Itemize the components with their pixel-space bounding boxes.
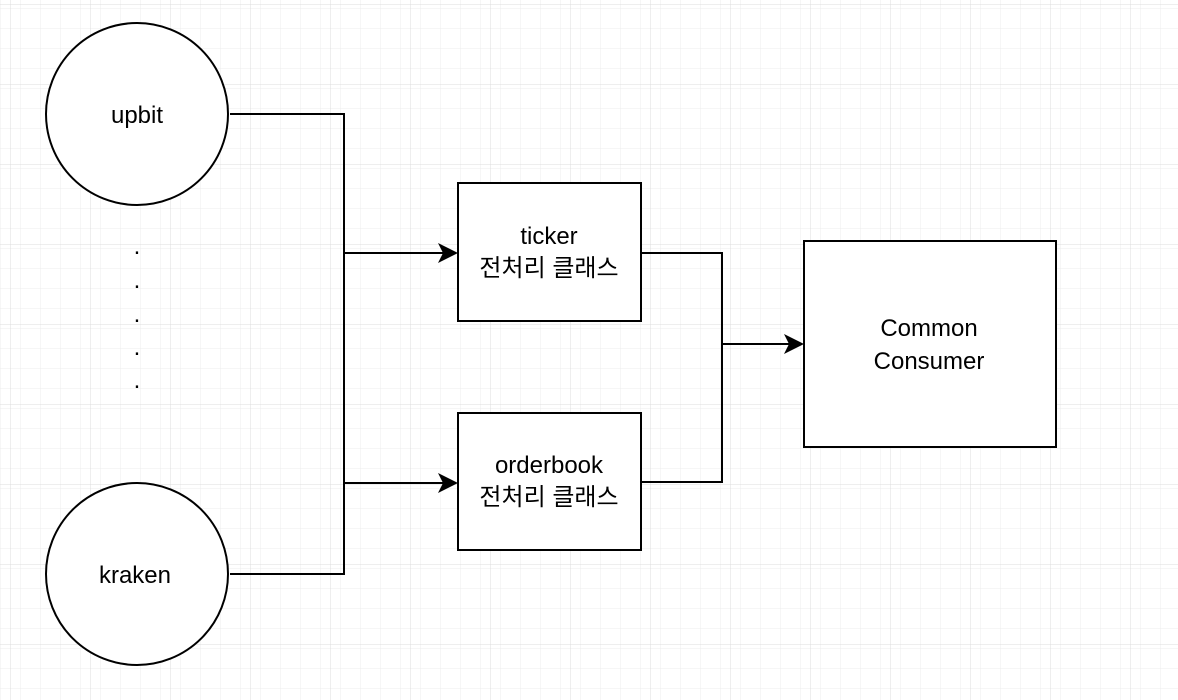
node-consumer[interactable]: Common Consumer [803, 240, 1057, 448]
orderbook-label-line1: orderbook [495, 452, 604, 479]
kraken-label: kraken [99, 562, 171, 589]
consumer-box[interactable] [803, 240, 1057, 448]
ellipsis-dot: . [134, 267, 141, 294]
upbit-label: upbit [111, 102, 163, 129]
ellipsis-dot: . [134, 233, 141, 260]
orderbook-label-line2: 전처리 클래스 [479, 484, 618, 511]
kraken-circle[interactable] [45, 482, 229, 666]
edge-orderbook-to-merge[interactable] [642, 344, 723, 483]
node-upbit[interactable]: upbit [45, 22, 229, 206]
sources-ellipsis: . . . . . [134, 233, 141, 394]
orderbook-box[interactable] [457, 412, 642, 551]
upbit-circle[interactable] [45, 22, 229, 206]
node-orderbook[interactable]: orderbook 전처리 클래스 [457, 412, 642, 551]
node-kraken[interactable]: kraken [45, 482, 229, 666]
consumer-label-line1: Common [880, 315, 977, 342]
ticker-label-line1: ticker [520, 223, 577, 250]
consumer-label-line2: Consumer [874, 348, 985, 375]
edge-ticker-to-merge[interactable] [642, 252, 723, 344]
node-ticker[interactable]: ticker 전처리 클래스 [457, 182, 642, 322]
ellipsis-dot: . [134, 367, 141, 394]
ticker-label-line2: 전처리 클래스 [479, 255, 618, 282]
edge-kraken-to-junction[interactable] [230, 483, 345, 575]
connectors [230, 113, 804, 575]
ellipsis-dot: . [134, 334, 141, 361]
ticker-box[interactable] [457, 182, 642, 322]
edge-upbit-to-junction[interactable] [230, 113, 345, 253]
ellipsis-dot: . [134, 301, 141, 328]
